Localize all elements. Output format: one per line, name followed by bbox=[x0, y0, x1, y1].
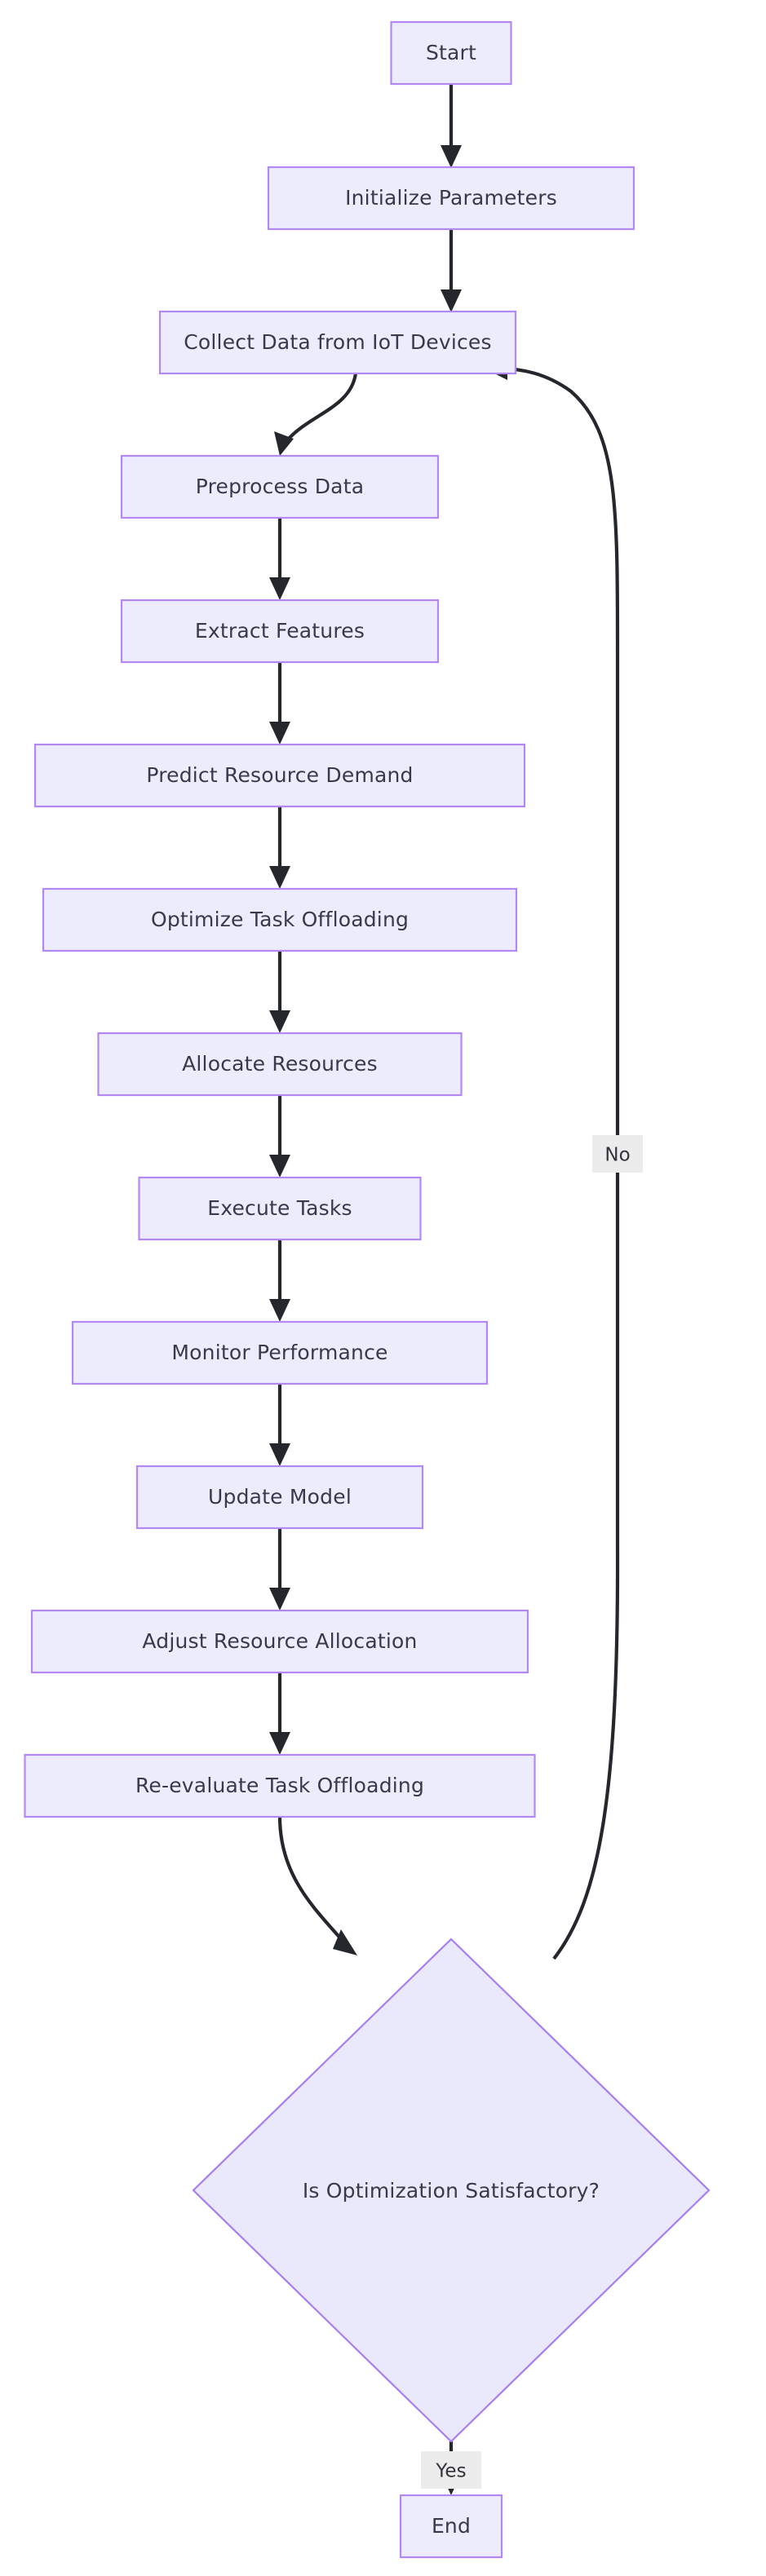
edge-label-no-text: No bbox=[604, 1145, 630, 1166]
node-re-evaluate-task-offloading[interactable]: Re-evaluate Task Offloading bbox=[24, 1753, 536, 1818]
arrowhead-icon bbox=[274, 431, 294, 456]
edge-decision-to-end-yes: Yes bbox=[421, 2441, 481, 2495]
node-collect-data-shape[interactable] bbox=[158, 310, 517, 375]
edge-execute-to-monitor bbox=[269, 1239, 290, 1322]
node-adjust-resource-allocation-label: Adjust Resource Allocation bbox=[142, 1629, 417, 1653]
arrowhead-icon bbox=[269, 1732, 290, 1755]
node-initialize-parameters[interactable]: Initialize Parameters bbox=[267, 166, 635, 231]
arrowhead-icon bbox=[441, 145, 462, 168]
arrowhead-icon bbox=[269, 1299, 290, 1322]
edge-extract-to-predict bbox=[269, 662, 290, 745]
node-optimize-task-offloading-shape[interactable] bbox=[42, 887, 518, 952]
node-end-label: End bbox=[432, 2514, 471, 2538]
arrowhead-icon bbox=[269, 1155, 290, 1178]
node-re-evaluate-task-offloading-label: Re-evaluate Task Offloading bbox=[135, 1774, 424, 1797]
edge-start-to-init bbox=[441, 84, 462, 168]
edge-init-to-collect bbox=[441, 229, 462, 312]
node-decision-label: Is Optimization Satisfactory? bbox=[303, 2179, 600, 2203]
node-extract-features[interactable]: Extract Features bbox=[120, 599, 440, 664]
node-monitor-performance-label: Monitor Performance bbox=[171, 1341, 387, 1364]
node-execute-tasks[interactable]: Execute Tasks bbox=[138, 1176, 422, 1241]
node-allocate-resources[interactable]: Allocate Resources bbox=[97, 1032, 463, 1097]
node-extract-features-shape[interactable] bbox=[120, 599, 440, 664]
edge-allocate-to-execute bbox=[269, 1095, 290, 1178]
edge-label-yes: Yes bbox=[421, 2451, 481, 2489]
edge-label-background bbox=[592, 1135, 643, 1173]
arrowhead-icon bbox=[269, 722, 290, 745]
node-collect-data-from-iot-devices[interactable]: Collect Data from IoT Devices bbox=[158, 310, 517, 375]
node-decision-shape[interactable] bbox=[192, 1938, 711, 2443]
node-predict-resource-demand[interactable]: Predict Resource Demand bbox=[33, 743, 526, 808]
edge-adjust-to-reevaluate bbox=[269, 1672, 290, 1755]
node-adjust-resource-allocation[interactable]: Adjust Resource Allocation bbox=[30, 1609, 529, 1674]
edge-label-background bbox=[421, 2451, 481, 2489]
node-initialize-parameters-label: Initialize Parameters bbox=[345, 186, 557, 210]
edge-reevaluate-to-decision bbox=[277, 1816, 357, 1955]
node-optimize-task-offloading[interactable]: Optimize Task Offloading bbox=[42, 887, 518, 952]
node-preprocess-data-label: Preprocess Data bbox=[196, 475, 364, 498]
arrowhead-icon bbox=[269, 577, 290, 600]
node-predict-resource-demand-shape[interactable] bbox=[33, 743, 526, 808]
node-allocate-resources-shape[interactable] bbox=[97, 1032, 463, 1097]
arrowhead-icon bbox=[269, 1010, 290, 1033]
edge-optimize-to-allocate bbox=[269, 951, 290, 1033]
node-collect-data-label: Collect Data from IoT Devices bbox=[184, 330, 492, 354]
node-monitor-performance-shape[interactable] bbox=[71, 1320, 489, 1385]
node-predict-resource-demand-label: Predict Resource Demand bbox=[146, 763, 413, 787]
arrowhead-icon bbox=[269, 1588, 290, 1611]
arrowhead-icon bbox=[333, 1929, 357, 1955]
edge-line bbox=[498, 366, 620, 1960]
node-start[interactable]: Start bbox=[390, 20, 512, 86]
node-preprocess-data[interactable]: Preprocess Data bbox=[120, 454, 440, 519]
edge-update-to-adjust bbox=[269, 1528, 290, 1611]
arrowhead-icon bbox=[269, 1443, 290, 1466]
node-re-evaluate-task-offloading-shape[interactable] bbox=[24, 1753, 536, 1818]
edge-predict-to-optimize bbox=[269, 806, 290, 889]
edge-monitor-to-update bbox=[269, 1384, 290, 1466]
node-update-model-label: Update Model bbox=[208, 1485, 352, 1509]
arrowhead-icon bbox=[269, 866, 290, 889]
node-allocate-resources-label: Allocate Resources bbox=[182, 1052, 378, 1076]
arrowhead-icon bbox=[441, 289, 462, 312]
node-update-model-shape[interactable] bbox=[135, 1465, 424, 1530]
node-preprocess-data-shape[interactable] bbox=[120, 454, 440, 519]
node-extract-features-label: Extract Features bbox=[195, 619, 365, 643]
edge-collect-to-preprocess bbox=[274, 373, 358, 456]
edge-line bbox=[286, 373, 358, 442]
edge-layer: No Yes bbox=[269, 84, 643, 2495]
node-optimize-task-offloading-label: Optimize Task Offloading bbox=[151, 908, 409, 931]
edge-decision-to-collect-no: No bbox=[485, 357, 643, 1960]
edge-label-yes-text: Yes bbox=[435, 2461, 466, 2482]
node-start-shape[interactable] bbox=[390, 20, 512, 86]
node-update-model[interactable]: Update Model bbox=[135, 1465, 424, 1530]
node-end[interactable]: End bbox=[399, 2494, 503, 2559]
node-adjust-resource-allocation-shape[interactable] bbox=[30, 1609, 529, 1674]
node-is-optimization-satisfactory[interactable]: Is Optimization Satisfactory? bbox=[192, 1938, 711, 2443]
node-initialize-parameters-shape[interactable] bbox=[267, 166, 635, 231]
edge-label-no: No bbox=[592, 1135, 643, 1173]
node-monitor-performance[interactable]: Monitor Performance bbox=[71, 1320, 489, 1385]
node-execute-tasks-shape[interactable] bbox=[138, 1176, 422, 1241]
edge-line bbox=[277, 1816, 344, 1942]
node-end-shape[interactable] bbox=[399, 2494, 503, 2559]
node-start-label: Start bbox=[426, 41, 476, 64]
node-execute-tasks-label: Execute Tasks bbox=[207, 1196, 352, 1220]
edge-preprocess-to-extract bbox=[269, 518, 290, 600]
node-layer: Start Initialize Parameters Collect Data… bbox=[24, 20, 711, 2559]
